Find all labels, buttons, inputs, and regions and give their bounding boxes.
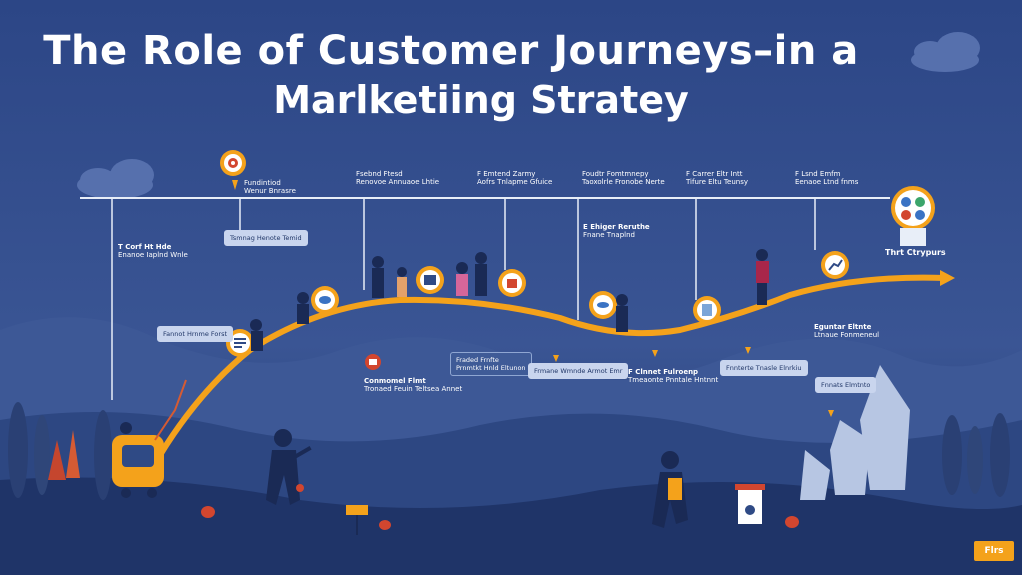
stage-3: F Emtend Zarmy Aofrs Tnlapme Gfuice [477, 170, 552, 186]
timeline-connectors [111, 198, 816, 400]
trash-can-icon [735, 484, 765, 524]
card-mid-lower5: Fnnterte Tnasle Elnrkiu [720, 360, 808, 376]
clipboard-icon [693, 296, 721, 324]
target-icon [220, 150, 246, 176]
stage-3-sub: Aofrs Tnlapme Gfuice [477, 178, 553, 186]
stage-6: F Lsnd Emfm Eenaoe Ltnd fnms [795, 170, 858, 186]
shopping-bag-icon [365, 354, 381, 370]
chat-icon [311, 286, 339, 314]
plants [201, 484, 799, 530]
stage-3-heading: F Emtend Zarmy [477, 170, 536, 178]
stage-2-heading: Fsebnd Ftesd [356, 170, 403, 178]
page-title-line1: The Role of Customer Journeys–in a [43, 28, 859, 74]
card-right-box: Eguntar Eltnte Ltnaue Fonmeneul [814, 323, 879, 339]
person-walking-right [652, 451, 688, 528]
card-lower-left: Fannot Hrnme Forst [157, 326, 234, 342]
stage-2: Fsebnd Ftesd Renovoe Annuaoe Lhtie [356, 170, 439, 186]
card-right-small: Fnnats Elmtnto [815, 377, 877, 393]
handshake-icon [589, 291, 617, 319]
trees-right [942, 413, 1010, 497]
card-mid-lower1-heading: Conmomel Flmt [364, 377, 426, 385]
gift-icon [498, 269, 526, 297]
corner-badge[interactable]: Flrs [974, 541, 1014, 561]
card-left-body: Enanoe Iaplnd Wnle [118, 251, 188, 259]
card-right-box-body: Ltnaue Fonmeneul [814, 331, 880, 339]
page-title-line2: Marlketiing Stratey [273, 78, 689, 122]
stage-5-heading: F Carrer Eltr Intt [686, 170, 743, 178]
person-group [250, 249, 769, 351]
robot-vehicle [112, 422, 164, 498]
robot-arm [154, 379, 187, 441]
card-ms-note-body: Fnane Tnaplnd [583, 231, 635, 239]
card-right-box-heading: Eguntar Eltnte [814, 323, 872, 331]
stage-1-sub: Wenur Bnrasre [244, 187, 296, 195]
card-ms-note: E Ehiger Reruthe Fnane Tnaplnd [583, 223, 650, 239]
stage-4-sub: Taoxolrle Fronobe Nerte [582, 178, 665, 186]
hills-front [0, 477, 1022, 575]
sign-post [346, 505, 368, 535]
card-mid-lower4-body: Tmeaonte Pnntale Hntnnt [628, 376, 719, 384]
trees-left [8, 402, 112, 500]
stage-1-heading: Fundintiod [244, 179, 281, 187]
card-mid-lower1: Conmomel Flmt Tronaed Feuin Teltsea Anne… [364, 377, 462, 393]
apps-icon [891, 186, 935, 230]
card-left-heading: T Corf Ht Hde [118, 243, 172, 251]
final-label: Thrt Ctrypurs [885, 248, 946, 257]
crystal-rocks [800, 365, 910, 500]
card-left: T Corf Ht Hde Enanoe Iaplnd Wnle [118, 243, 188, 259]
store-icon [416, 266, 444, 294]
cloud-left [77, 159, 154, 199]
card-ms-note-heading: E Ehiger Reruthe [583, 223, 650, 231]
stage-6-heading: F Lsnd Emfm [795, 170, 841, 178]
cloud-right [911, 32, 980, 72]
card-mid-lower3: Frmane Wmnde Armot Emr [528, 363, 629, 379]
final-board [900, 228, 926, 246]
card-mid-lower2-body: Prnmtkt Hnld Eltunon [456, 364, 526, 372]
card-mid-lower2-heading: Fraded Frnfte [456, 356, 499, 364]
person-walking-left [266, 429, 312, 505]
growth-icon [821, 251, 849, 279]
card-mid-lower4: F Clnnet Fulroenp Tmeaonte Pnntale Hntnn… [628, 368, 718, 384]
stage-5: F Carrer Eltr Intt Tifure Eltu Teunsy [686, 170, 748, 186]
stage-4: Foudtr Fomtmnepy Taoxolrle Fronobe Nerte [582, 170, 665, 186]
stage-1: Fundintiod Wenur Bnrasre [244, 179, 296, 195]
card-upper-small: Tsmnag Henote Temid [224, 230, 308, 246]
stage-4-heading: Foudtr Fomtmnepy [582, 170, 649, 178]
card-mid-lower4-heading: F Clnnet Fulroenp [628, 368, 699, 376]
path-arrowhead [940, 270, 955, 286]
card-mid-lower2: Fraded Frnfte Prnmtkt Hnld Eltunon [450, 352, 532, 376]
stage-2-sub: Renovoe Annuaoe Lhtie [356, 178, 440, 186]
stage-6-sub: Eenaoe Ltnd fnms [795, 178, 859, 186]
card-mid-lower1-body: Tronaed Feuin Teltsea Annet [364, 385, 463, 393]
stage-5-sub: Tifure Eltu Teunsy [686, 178, 748, 186]
